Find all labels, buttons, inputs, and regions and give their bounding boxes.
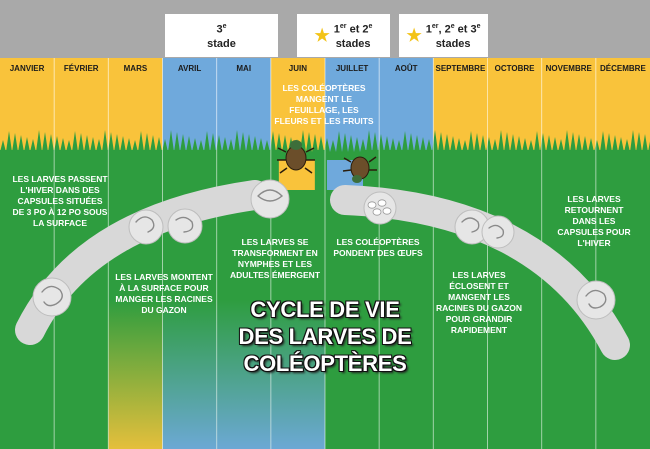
note-return: LES LARVES RETOURNENT DANS LES CAPSULES … — [557, 194, 631, 248]
grub-icon — [167, 208, 203, 244]
month-column-fade — [216, 300, 271, 449]
month-label: AVRIL — [177, 64, 202, 73]
month-label: AOÛT — [394, 64, 418, 73]
pupa-icon — [250, 179, 290, 219]
month-label: JUILLET — [335, 64, 369, 73]
note-winter: LES LARVES PASSENT L'HIVER DANS DES CAPS… — [12, 174, 108, 228]
egg-icon — [363, 191, 397, 225]
month-columns-lower — [108, 150, 363, 449]
title-line-2: DES LARVES DE — [238, 324, 412, 349]
month-label: DÉCEMBRE — [600, 64, 646, 73]
note-transform: LES LARVES SE TRANSFORMENT EN NYMPHES ET… — [229, 237, 321, 280]
diagram-title: CYCLE DE VIE DES LARVES DE COLÉOPTÈRES — [216, 296, 434, 377]
month-label: NOVEMBRE — [545, 64, 592, 73]
title-line-1: CYCLE DE VIE — [250, 297, 400, 322]
month-label: MARS — [123, 64, 148, 73]
month-column-fade — [162, 300, 217, 449]
grub-icon — [32, 277, 72, 317]
grub-icon — [128, 209, 164, 245]
month-label: MAI — [236, 64, 252, 73]
star-icon: ★ — [406, 25, 422, 45]
month-column-fade — [108, 300, 163, 449]
note-hatch: LES LARVES ÉCLOSENT ET MANGENT LES RACIN… — [436, 270, 522, 335]
beetle-icon — [277, 140, 315, 174]
note-rise: LES LARVES MONTENT À LA SURFACE POUR MAN… — [115, 272, 213, 315]
month-column-fade — [270, 300, 325, 449]
note-lay-eggs: LES COLÉOPTÈRES PONDENT DES ŒUFS — [333, 237, 423, 258]
month-label: FÉVRIER — [63, 64, 99, 73]
beetle-icon — [342, 156, 377, 183]
month-label: OCTOBRE — [494, 64, 535, 73]
month-label: JUIN — [288, 64, 308, 73]
note-beetles-eat: LES COLÉOPTÈRES MANGENT LE FEUILLAGE, LE… — [274, 83, 374, 126]
grub-icon — [481, 215, 515, 249]
title-line-3: COLÉOPTÈRES — [243, 351, 407, 376]
month-label: JANVIER — [9, 64, 45, 73]
grub-icon — [576, 280, 616, 320]
star-icon: ★ — [314, 25, 330, 45]
month-label: SEPTEMBRE — [435, 64, 486, 73]
